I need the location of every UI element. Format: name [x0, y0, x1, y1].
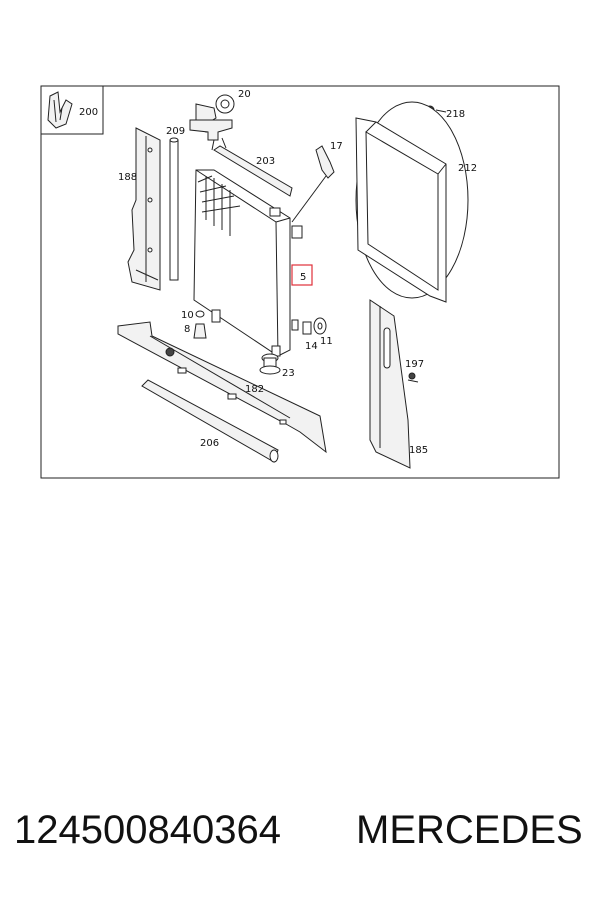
label-218: 218 — [446, 109, 465, 120]
part-203-strip — [213, 145, 293, 197]
brand-name: MERCEDES — [356, 808, 583, 852]
part-5-radiator — [193, 169, 303, 357]
label-23: 23 — [282, 368, 295, 379]
part-206-bar — [141, 379, 279, 463]
part-20-bracket — [189, 94, 235, 151]
label-17: 17 — [330, 141, 343, 152]
part-182-cross-member — [117, 321, 327, 454]
label-185: 185 — [409, 445, 428, 456]
caption: 124500840364 MERCEDES — [0, 800, 600, 870]
part-11-grommet — [313, 317, 327, 335]
label-5: 5 — [300, 272, 306, 283]
clip-icon — [47, 91, 73, 129]
label-212: 212 — [458, 163, 477, 174]
label-197: 197 — [405, 359, 424, 370]
part-14-nut — [302, 321, 312, 335]
label-182: 182 — [245, 384, 264, 395]
part-17-hose — [291, 145, 335, 223]
part-209-rod — [169, 137, 179, 281]
label-188: 188 — [118, 172, 137, 183]
label-209: 209 — [166, 126, 185, 137]
part-8-clip — [193, 323, 207, 339]
label-206: 206 — [200, 438, 219, 449]
part-212-fan-shroud — [355, 101, 469, 303]
label-203: 203 — [256, 156, 275, 167]
part-number: 124500840364 — [14, 808, 281, 852]
label-10: 10 — [181, 310, 194, 321]
part-188-side-panel — [127, 127, 161, 291]
label-11: 11 — [320, 336, 333, 347]
label-8: 8 — [184, 324, 190, 335]
label-200: 200 — [79, 107, 98, 118]
callout-5-highlight — [291, 264, 313, 286]
part-23-mount — [259, 353, 281, 375]
parts-diagram: 200 188 209 20 203 17 — [40, 85, 560, 479]
part-10-washer — [195, 310, 205, 318]
label-20: 20 — [238, 89, 251, 100]
part-197-screw — [407, 372, 419, 383]
label-14: 14 — [305, 341, 318, 352]
part-185-side-panel — [369, 299, 411, 469]
